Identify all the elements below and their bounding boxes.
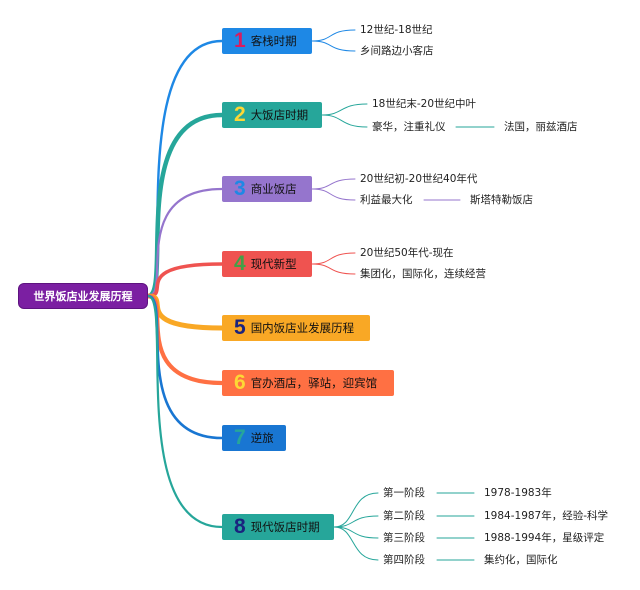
branch-label: 客栈时期 <box>250 34 297 48</box>
leaf-connector <box>311 188 356 201</box>
branch-label: 大饭店时期 <box>250 108 309 122</box>
branch-number: 4 <box>234 252 246 275</box>
leaf-connector <box>311 252 356 265</box>
branch-number: 1 <box>234 29 246 52</box>
leaf-text[interactable]: 第一阶段 <box>383 487 425 499</box>
leaf-text[interactable]: 第三阶段 <box>383 532 425 544</box>
leaf-connector <box>311 29 356 42</box>
leaf-text[interactable]: 第四阶段 <box>383 554 425 566</box>
leaf-text[interactable]: 12世纪-18世纪 <box>360 24 433 36</box>
branch-label: 商业饭店 <box>250 182 297 196</box>
leaf-text[interactable]: 20世纪50年代-现在 <box>360 247 454 259</box>
leaf-connector <box>321 103 368 116</box>
branch-connector <box>145 112 225 299</box>
root-label: 世界饭店业发展历程 <box>33 290 133 303</box>
branch-label: 现代饭店时期 <box>250 520 320 534</box>
branch-label: 国内饭店业发展历程 <box>250 321 355 335</box>
leaf-connector <box>321 114 368 128</box>
leaf-subtext[interactable]: 1984-1987年，经验-科学 <box>484 510 609 522</box>
leaf-text[interactable]: 集团化，国际化，连续经营 <box>360 268 486 280</box>
branch-number: 8 <box>234 515 246 538</box>
leaf-subtext[interactable]: 斯塔特勒饭店 <box>470 194 533 206</box>
leaf-text[interactable]: 利益最大化 <box>360 194 413 206</box>
branch-connector <box>146 187 224 298</box>
branch-label: 逆旅 <box>250 431 274 445</box>
leaf-subtext[interactable]: 法国，丽兹酒店 <box>504 121 578 133</box>
leaf-text[interactable]: 豪华，注重礼仪 <box>372 121 446 133</box>
root-node[interactable]: 世界饭店业发展历程 <box>18 283 148 309</box>
branch-connector <box>146 294 224 529</box>
branch-node-nilv[interactable]: 7 逆旅 <box>222 425 286 451</box>
branch-number: 2 <box>234 103 246 126</box>
branch-number: 3 <box>234 177 246 200</box>
leaf-text[interactable]: 第二阶段 <box>383 510 425 522</box>
leaf-connector <box>311 178 356 190</box>
leaf-text[interactable]: 18世纪末-20世纪中叶 <box>372 98 477 110</box>
branch-node-inn-period[interactable]: 1 客栈时期 <box>222 28 312 54</box>
leaf-text[interactable]: 20世纪初-20世纪40年代 <box>360 173 478 185</box>
branch-node-modern-new-type[interactable]: 4 现代新型 <box>222 251 312 277</box>
leaf-subtext[interactable]: 1988-1994年，星级评定 <box>484 532 605 544</box>
leaf-text[interactable]: 乡间路边小客店 <box>360 45 434 57</box>
leaf-subtext[interactable]: 1978-1983年 <box>484 487 552 499</box>
branch-node-official-inns[interactable]: 6 官办酒店，驿站，迎宾馆 <box>222 370 394 396</box>
branch-connector <box>146 262 224 298</box>
branch-node-modern-hotel-period[interactable]: 8 现代饭店时期 <box>222 514 334 540</box>
branch-label: 现代新型 <box>250 257 297 271</box>
branch-node-domestic-history[interactable]: 5 国内饭店业发展历程 <box>222 315 370 341</box>
leaf-connector <box>333 492 379 528</box>
branch-number: 6 <box>234 371 246 394</box>
leaf-connector <box>333 526 379 561</box>
branch-number: 7 <box>234 426 246 449</box>
leaf-subtext[interactable]: 集约化，国际化 <box>484 554 558 566</box>
branch-label: 官办酒店，驿站，迎宾馆 <box>250 376 378 390</box>
leaf-connector <box>333 515 379 528</box>
leaf-connector <box>311 263 356 275</box>
branch-number: 5 <box>234 316 246 339</box>
branch-node-grand-hotel-period[interactable]: 2 大饭店时期 <box>222 102 322 128</box>
branch-node-commercial-hotel[interactable]: 3 商业饭店 <box>222 176 312 202</box>
leaf-connector <box>311 40 356 52</box>
